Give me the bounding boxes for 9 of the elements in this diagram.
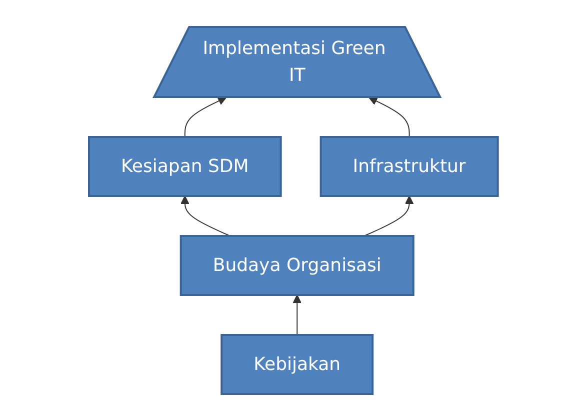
node-box: Budaya Organisasi [180,234,414,296]
node-box: Kesiapan SDM [88,136,282,196]
arrow [292,294,302,335]
node-box: Kebijakan [220,334,374,394]
arrow [364,195,414,236]
arrow [184,96,227,137]
arrow [180,195,231,236]
arrow [368,96,410,137]
node-box: Infrastruktur [320,136,499,196]
